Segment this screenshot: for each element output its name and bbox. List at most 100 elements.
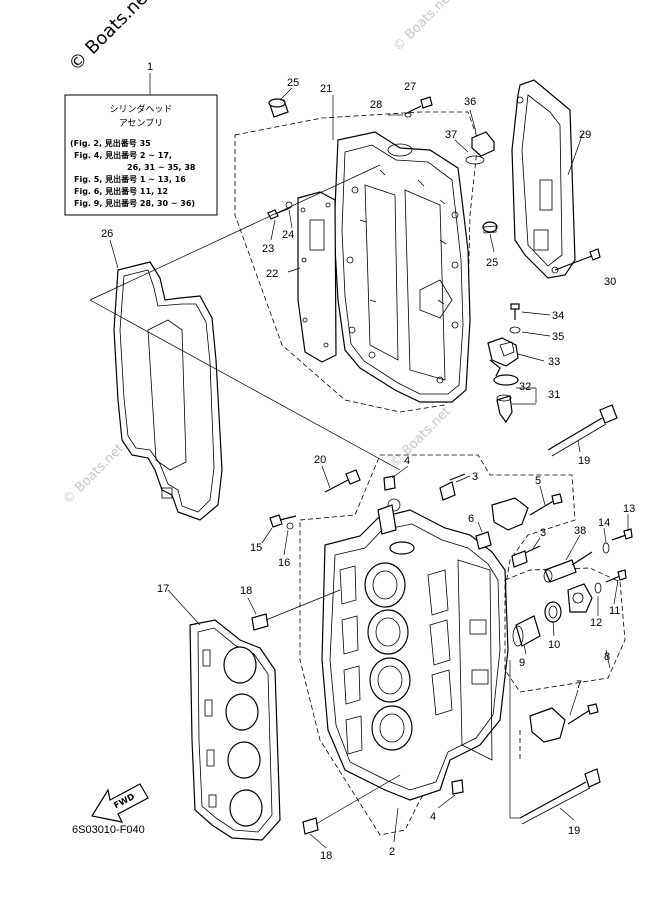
figure-code: 6S03010-F040 <box>72 824 145 836</box>
bolt-19-top <box>547 404 618 457</box>
assembly-title-2: アセンブリ <box>119 117 164 129</box>
pin-3-top <box>439 473 466 501</box>
plug-31 <box>496 394 513 424</box>
washer-12 <box>594 582 602 594</box>
gasket-26 <box>113 261 223 521</box>
callout-32: 32 <box>519 381 531 393</box>
dowel-18-bottom <box>302 817 319 835</box>
bolt-15 <box>269 514 297 530</box>
callout-19b: 19 <box>568 825 580 837</box>
washer-14 <box>602 542 610 554</box>
callout-25b: 25 <box>486 257 498 269</box>
callout-2: 2 <box>389 846 395 858</box>
bolt-13 <box>611 528 633 541</box>
callout-4b: 4 <box>430 811 436 823</box>
grommet-25-top <box>268 98 289 118</box>
callout-10: 10 <box>548 639 560 651</box>
watermark-center: © Boats.net <box>387 404 454 471</box>
callout-25a: 25 <box>287 77 299 89</box>
cover-plate <box>297 191 337 363</box>
bracket-5 <box>491 493 563 531</box>
assembly-line-1: (Fig. 2, 見出番号 35 <box>70 138 151 148</box>
callout-34: 34 <box>552 310 564 322</box>
callout-26: 26 <box>101 228 113 240</box>
bolt-23 <box>267 201 293 220</box>
watermark-left: © Boats.net <box>60 441 127 508</box>
watermark-top: © Boats.net <box>65 0 157 76</box>
bolt-27 <box>404 96 433 118</box>
callout-5: 5 <box>535 475 541 487</box>
callout-18a: 18 <box>240 585 252 597</box>
callout-35: 35 <box>552 331 564 343</box>
assembly-line-3: 26, 31 ~ 35, 38 <box>127 163 196 172</box>
callout-7: 7 <box>576 679 582 691</box>
plug-4-top <box>383 475 396 491</box>
callout-6: 6 <box>468 513 474 525</box>
callout-30: 30 <box>604 276 616 288</box>
bolt-20 <box>324 469 361 493</box>
callout-36: 36 <box>464 96 476 108</box>
callout-9: 9 <box>519 657 525 669</box>
fwd-arrow-icon: FWD <box>91 783 149 823</box>
assembly-line-6: Fig. 9, 見出番号 28, 30 ~ 36) <box>74 198 195 208</box>
washer-35 <box>509 326 521 334</box>
callout-38: 38 <box>574 525 586 537</box>
oil-cap-36 <box>465 131 495 165</box>
head-group-outline <box>299 454 576 836</box>
bracket-29 <box>511 79 576 279</box>
watermark-top-right: © Boats.net <box>390 0 457 55</box>
callout-12: 12 <box>590 617 602 629</box>
callout-29: 29 <box>579 129 591 141</box>
callout-16: 16 <box>278 557 290 569</box>
callout-21: 21 <box>320 83 332 95</box>
cylinder-head <box>321 498 509 801</box>
sensor-33 <box>487 337 519 386</box>
bracket-7 <box>529 703 599 743</box>
callout-4a: 4 <box>404 455 410 467</box>
assembly-title-1: シリンダヘッド <box>109 103 172 115</box>
sleeve-6 <box>475 531 492 550</box>
bolt-11 <box>605 569 627 583</box>
sensor-38 <box>543 551 593 583</box>
callout-8: 8 <box>604 651 610 663</box>
cylinder-head-cover <box>333 131 471 403</box>
thermostat-9 <box>512 615 541 647</box>
assembly-line-5: Fig. 6, 見出番号 11, 12 <box>74 186 168 196</box>
head-gasket-17 <box>189 619 281 841</box>
gasket-10 <box>544 601 562 623</box>
callout-33: 33 <box>548 356 560 368</box>
callout-15: 15 <box>250 542 262 554</box>
callout-14: 14 <box>598 517 610 529</box>
callout-17: 17 <box>157 583 169 595</box>
leader-lines <box>167 87 629 849</box>
callout-3b: 3 <box>540 527 546 539</box>
grommet-25-right <box>482 221 498 234</box>
bolt-19-bottom <box>519 768 601 825</box>
callouts: 25 21 27 28 36 37 29 26 23 24 22 25 30 3… <box>101 77 635 862</box>
callout-22: 22 <box>266 268 278 280</box>
callout-1: 1 <box>147 61 153 73</box>
callout-11: 11 <box>609 605 620 617</box>
callout-20: 20 <box>314 454 326 466</box>
dowel-18-top <box>251 613 269 631</box>
cover-12 <box>567 583 593 613</box>
plug-4-bottom <box>451 779 464 795</box>
bolt-30 <box>554 248 601 271</box>
callout-24: 24 <box>282 229 294 241</box>
callout-23: 23 <box>262 243 274 255</box>
assembly-line-2: Fig. 4, 見出番号 2 ~ 17, <box>74 150 172 160</box>
callout-13: 13 <box>623 503 635 515</box>
callout-31: 31 <box>548 389 560 401</box>
assembly-line-4: Fig. 5, 見出番号 1 ~ 13, 16 <box>74 174 186 184</box>
callout-37: 37 <box>445 129 457 141</box>
thermostat-group-outline <box>504 567 626 693</box>
callout-19a: 19 <box>578 455 590 467</box>
assembly-box: 1 シリンダヘッド アセンブリ (Fig. 2, 見出番号 35 Fig. 4,… <box>64 61 218 216</box>
pin-3-mid <box>511 545 541 568</box>
callout-28: 28 <box>370 99 382 111</box>
bolt-34 <box>510 303 520 320</box>
callout-18b: 18 <box>320 850 332 862</box>
callout-3a: 3 <box>472 471 478 483</box>
